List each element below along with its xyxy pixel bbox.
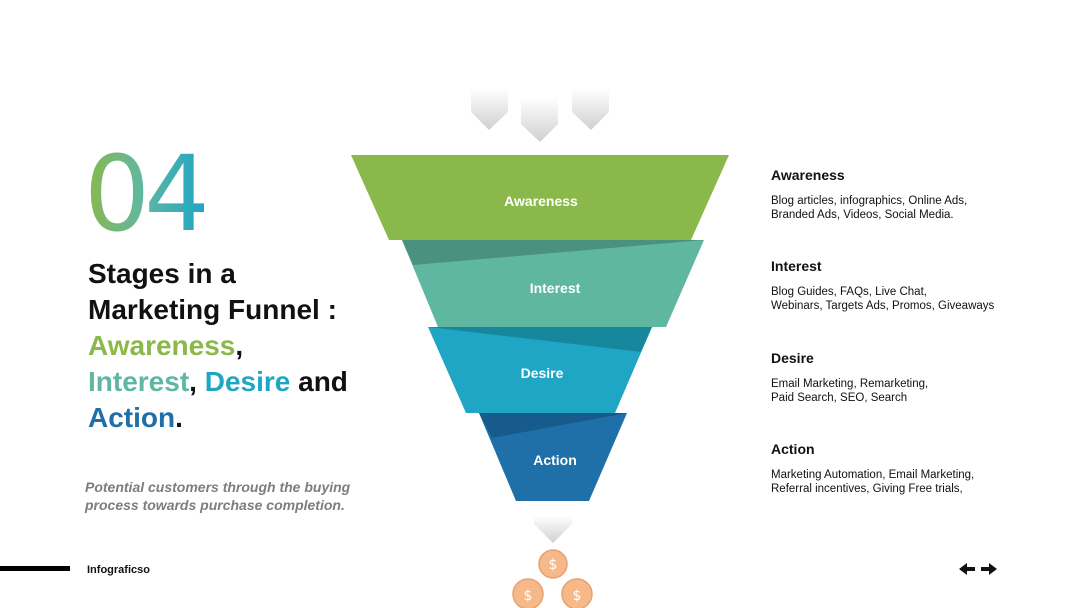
brand-name: Infograficso	[87, 564, 150, 576]
title-line-1: Stages in a	[88, 258, 236, 289]
coin-icon: $	[561, 578, 593, 608]
down-chevron-icon	[521, 98, 558, 142]
down-chevron-icon	[572, 88, 609, 130]
funnel-shadow-action	[479, 413, 627, 438]
funnel-layer-desire	[428, 327, 652, 413]
down-chevron-icon	[471, 88, 508, 130]
arrow-right-icon[interactable]	[981, 563, 997, 575]
stage-description: Blog articles, infographics, Online Ads,…	[771, 195, 968, 221]
stage-description: Email Marketing, Remarketing, Paid Searc…	[771, 378, 929, 404]
slide-number: 04	[84, 133, 210, 255]
funnel-layer-interest	[402, 240, 704, 327]
coin-icon: $	[512, 578, 544, 608]
title-action: Action	[88, 402, 176, 433]
stage-title: Interest	[771, 258, 822, 274]
title-comma-2: ,	[189, 366, 197, 397]
title-line-2: Marketing Funnel :	[88, 294, 337, 325]
funnel-shadow-interest	[402, 240, 704, 265]
funnel-layer-awareness	[351, 155, 729, 240]
title-period: .	[175, 402, 183, 433]
footer-bar	[0, 566, 70, 571]
nav-arrows[interactable]	[958, 562, 998, 576]
title-awareness: Awareness	[88, 330, 236, 361]
stage-action: Action Marketing Automation, Email Marke…	[771, 440, 1071, 496]
stage-awareness: Awareness Blog articles, infographics, O…	[771, 166, 1071, 222]
funnel-label-awareness: Awareness	[504, 193, 578, 209]
svg-text:$: $	[524, 588, 533, 604]
arrow-left-icon[interactable]	[959, 563, 975, 575]
stage-description: Blog Guides, FAQs, Live Chat, Webinars, …	[771, 286, 995, 312]
stage-title: Awareness	[771, 167, 845, 183]
stage-title: Action	[771, 441, 815, 457]
title-and: and	[298, 366, 348, 397]
coin-icon: $	[538, 549, 568, 579]
svg-text:$: $	[573, 588, 582, 604]
stage-description: Marketing Automation, Email Marketing, R…	[771, 469, 975, 495]
stage-interest: Interest Blog Guides, FAQs, Live Chat, W…	[771, 257, 1071, 313]
title-comma-1: ,	[235, 330, 244, 361]
svg-text:$: $	[549, 557, 558, 573]
funnel-layer-action	[479, 413, 627, 501]
stage-title: Desire	[771, 350, 814, 366]
funnel-shadow-desire	[428, 327, 652, 352]
title-desire: Desire	[204, 366, 291, 397]
stage-desire: Desire Email Marketing, Remarketing, Pai…	[771, 349, 1071, 405]
title-interest: Interest	[88, 366, 190, 397]
slide-subtitle: Potential customers through the buying p…	[85, 479, 351, 513]
down-chevron-icon	[534, 516, 572, 543]
funnel-label-interest: Interest	[530, 280, 581, 296]
funnel-label-desire: Desire	[521, 365, 564, 381]
funnel-label-action: Action	[533, 452, 577, 468]
slide-title: Stages in a Marketing Funnel : Awareness…	[88, 256, 388, 436]
